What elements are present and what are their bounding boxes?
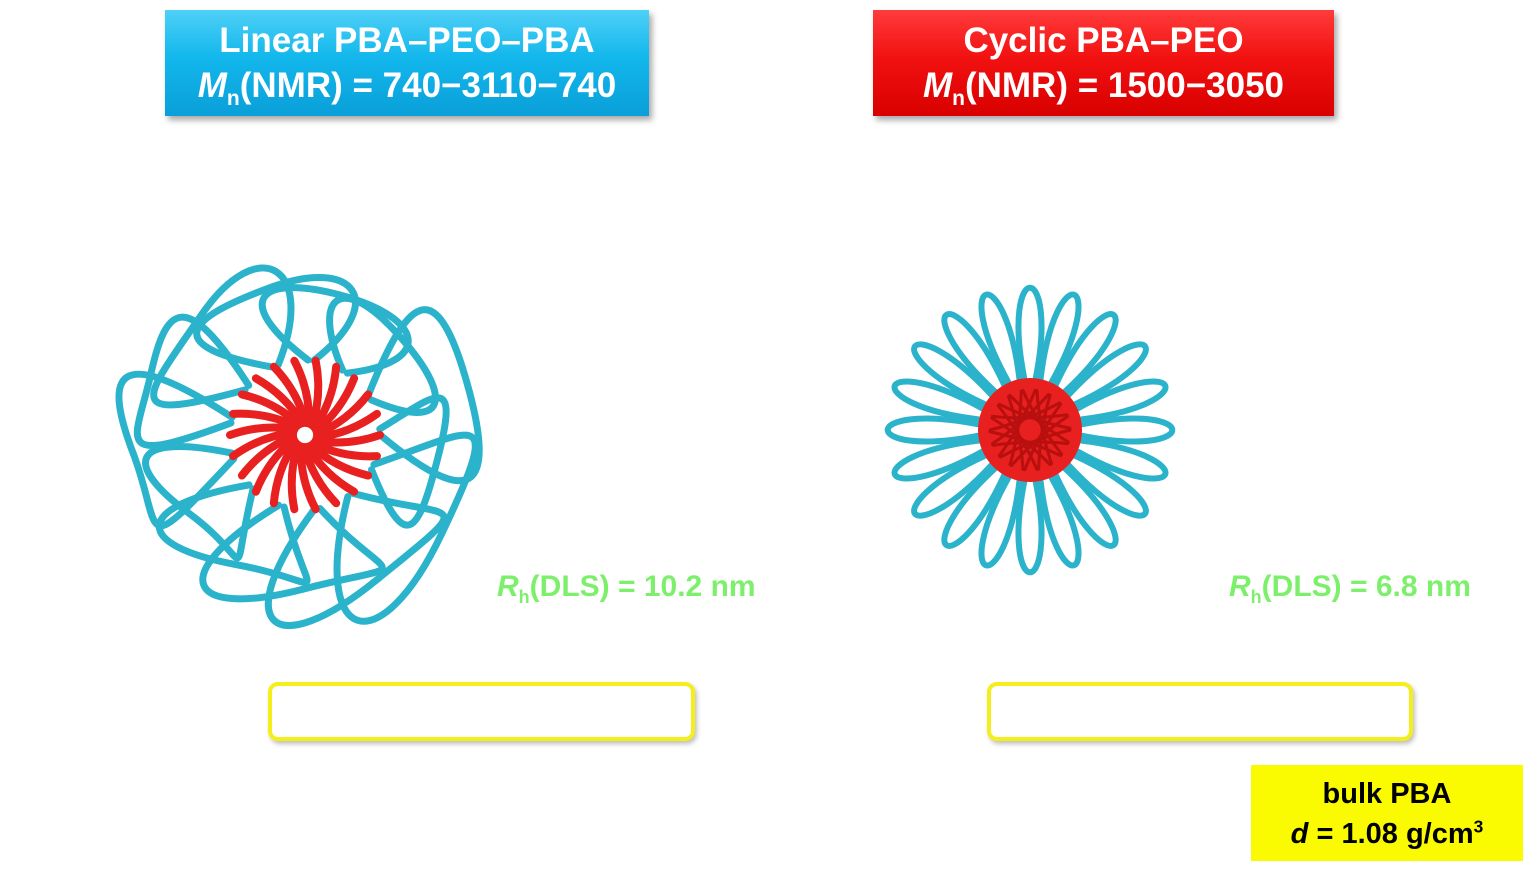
- linear-mn-value: (NMR) = 740−3110−740: [239, 66, 617, 105]
- bulk-density-line: d = 1.08 g/cm3: [1251, 814, 1523, 854]
- peo-petal: [1037, 474, 1082, 569]
- linear-micelle-pba-core: [226, 356, 384, 514]
- cyclic-rh-label: Rh(DLS) = 6.8 nm: [1229, 570, 1471, 607]
- pba-strand: [309, 439, 381, 461]
- pba-strand: [312, 409, 381, 442]
- cyclic-rh-symbol: R: [1229, 570, 1251, 603]
- peo-petal: [1052, 311, 1119, 395]
- peo-petal: [978, 291, 1023, 386]
- pba-strand: [237, 390, 304, 429]
- pba-strand: [287, 440, 302, 514]
- peo-loop: [368, 394, 450, 529]
- pba-strand: [308, 356, 323, 430]
- peo-petal: [1052, 465, 1119, 549]
- bulk-density-sup: 3: [1473, 816, 1484, 837]
- peo-petal: [1065, 341, 1149, 408]
- pba-strand: [311, 431, 384, 447]
- pba-strand: [312, 374, 359, 435]
- linear-title: Linear PBA–PEO–PBA: [219, 21, 595, 60]
- cyclic-empty-box: [987, 682, 1413, 741]
- cyclic-mn-line: Mn(NMR) = 1500−3050: [873, 63, 1334, 110]
- peo-loop: [364, 306, 483, 485]
- peo-petal: [1037, 291, 1082, 386]
- peo-loop: [150, 264, 295, 409]
- linear-micelle-peo-loops: [115, 264, 483, 629]
- pba-strand: [229, 409, 301, 431]
- peo-petal: [1074, 378, 1169, 423]
- peo-petal: [891, 378, 986, 423]
- pba-strand: [229, 428, 298, 461]
- bulk-pba-label: bulk PBA: [1322, 778, 1452, 810]
- linear-micelle-illustration: [115, 264, 483, 629]
- bulk-pba-box: bulk PBA d = 1.08 g/cm3: [1251, 765, 1523, 861]
- peo-loop: [155, 481, 311, 586]
- cyclic-mn-symbol: M: [922, 66, 953, 105]
- pba-strand: [300, 442, 341, 508]
- peo-loop: [333, 431, 479, 625]
- peo-loop: [193, 274, 359, 371]
- pba-strand: [237, 431, 298, 480]
- cyclic-mn-value: (NMR) = 1500−3050: [964, 66, 1285, 105]
- pba-strand: [296, 442, 320, 514]
- pba-tangle: [1010, 414, 1070, 467]
- cyclic-title-box: Cyclic PBA–PEO Mn(NMR) = 1500−3050: [873, 10, 1334, 116]
- peo-petal: [911, 452, 995, 519]
- peo-petal: [1074, 437, 1169, 482]
- cyclic-mn-sub: n: [952, 87, 965, 110]
- pba-strand: [290, 356, 314, 428]
- peo-petal: [1015, 478, 1045, 576]
- cyclic-rh-value: (DLS) = 6.8 nm: [1261, 570, 1471, 603]
- linear-mn-sub: n: [226, 87, 240, 110]
- peo-petal: [978, 474, 1023, 569]
- linear-rh-label: Rh(DLS) = 10.2 nm: [497, 570, 756, 607]
- peo-petal: [941, 465, 1008, 549]
- cyclic-micelle-pba-core: [978, 378, 1082, 482]
- pba-strand: [312, 390, 373, 439]
- pba-strand: [251, 435, 298, 496]
- peo-loop: [264, 489, 448, 629]
- pba-strand: [310, 362, 341, 432]
- linear-rh-sub: h: [518, 587, 530, 607]
- peo-petal: [1015, 284, 1045, 382]
- peo-petal: [911, 341, 995, 408]
- linear-rh-value: (DLS) = 10.2 nm: [529, 570, 756, 603]
- pba-strand: [251, 374, 307, 428]
- peo-petal: [1078, 415, 1176, 445]
- cyclic-micelle-peo-petals: [884, 284, 1176, 576]
- peo-petal: [1065, 452, 1149, 519]
- pba-strand: [306, 441, 373, 480]
- cyclic-title: Cyclic PBA–PEO: [963, 21, 1244, 60]
- pba-strand: [303, 442, 359, 496]
- linear-title-box: Linear PBA–PEO–PBA Mn(NMR) = 740−3110−74…: [165, 10, 649, 116]
- linear-mn-line: Mn(NMR) = 740−3110−740: [165, 63, 649, 110]
- peo-petal: [941, 311, 1008, 395]
- pba-strand: [269, 362, 310, 428]
- linear-rh-symbol: R: [497, 570, 519, 603]
- peo-loop: [142, 443, 257, 562]
- pba-strand: [269, 438, 300, 508]
- linear-mn-symbol: M: [197, 66, 227, 105]
- linear-empty-box: [268, 682, 695, 741]
- bulk-density-symbol: d: [1290, 818, 1309, 850]
- cyclic-micelle-illustration: [884, 284, 1176, 576]
- peo-petal: [891, 437, 986, 482]
- peo-petal: [884, 415, 982, 445]
- bulk-density-value: = 1.08 g/cm: [1308, 818, 1474, 850]
- cyclic-rh-sub: h: [1250, 587, 1262, 607]
- pba-strand: [226, 423, 299, 439]
